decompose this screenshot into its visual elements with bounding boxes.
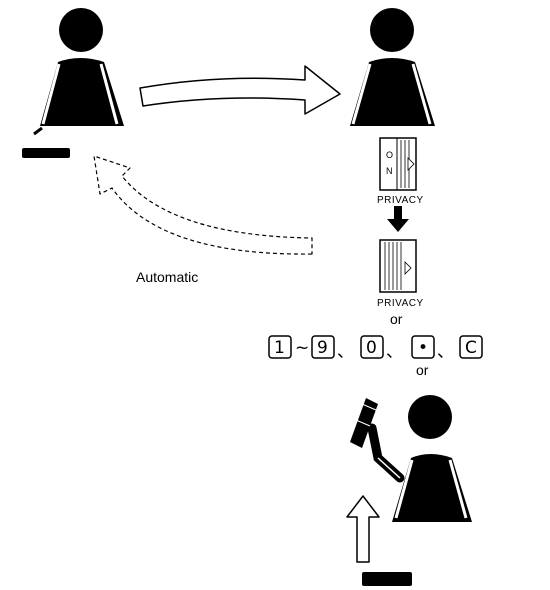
key-dot-label: • <box>418 338 428 358</box>
privacy-switch-on-icon: O N <box>379 137 417 191</box>
handset-person-icon <box>367 395 472 522</box>
key-0-button <box>360 335 384 359</box>
left-phone-base-icon <box>22 148 70 158</box>
or-label-handset: or <box>416 362 429 378</box>
lift-arrow-icon <box>346 495 380 563</box>
automatic-return-arrow-icon <box>93 155 313 255</box>
key-c-button <box>459 335 483 359</box>
key-sep-1: 、 <box>337 342 354 362</box>
left-person-icon <box>22 8 124 158</box>
key-row: 1 ~ 9 、 0 、 • 、 C <box>268 335 483 362</box>
key-0-label: 0 <box>366 338 377 358</box>
privacy-switch-off-icon <box>379 239 417 293</box>
right-phone-base-icon <box>362 572 412 586</box>
switch-on-letter-n: N <box>386 166 393 176</box>
key-sep-3: 、 <box>437 342 454 362</box>
switch-on-letter-o: O <box>386 150 393 160</box>
key-9-button <box>311 335 335 359</box>
key-9-label: 9 <box>317 338 328 358</box>
key-sep-2: 、 <box>386 342 403 362</box>
key-1-button <box>268 335 292 359</box>
handset-icon <box>350 398 378 448</box>
key-c-label: C <box>465 338 477 358</box>
key-dot-button <box>411 335 435 359</box>
automatic-label: Automatic <box>136 269 198 285</box>
down-arrow-icon <box>387 206 409 232</box>
right-person-icon <box>350 8 435 126</box>
key-1-label: 1 <box>274 338 285 358</box>
transfer-arrow-icon <box>139 65 341 115</box>
or-label-keys: or <box>390 311 403 327</box>
privacy-label-top: PRIVACY <box>377 195 424 206</box>
privacy-label-bottom: PRIVACY <box>377 298 424 309</box>
key-tilde: ~ <box>295 338 309 358</box>
